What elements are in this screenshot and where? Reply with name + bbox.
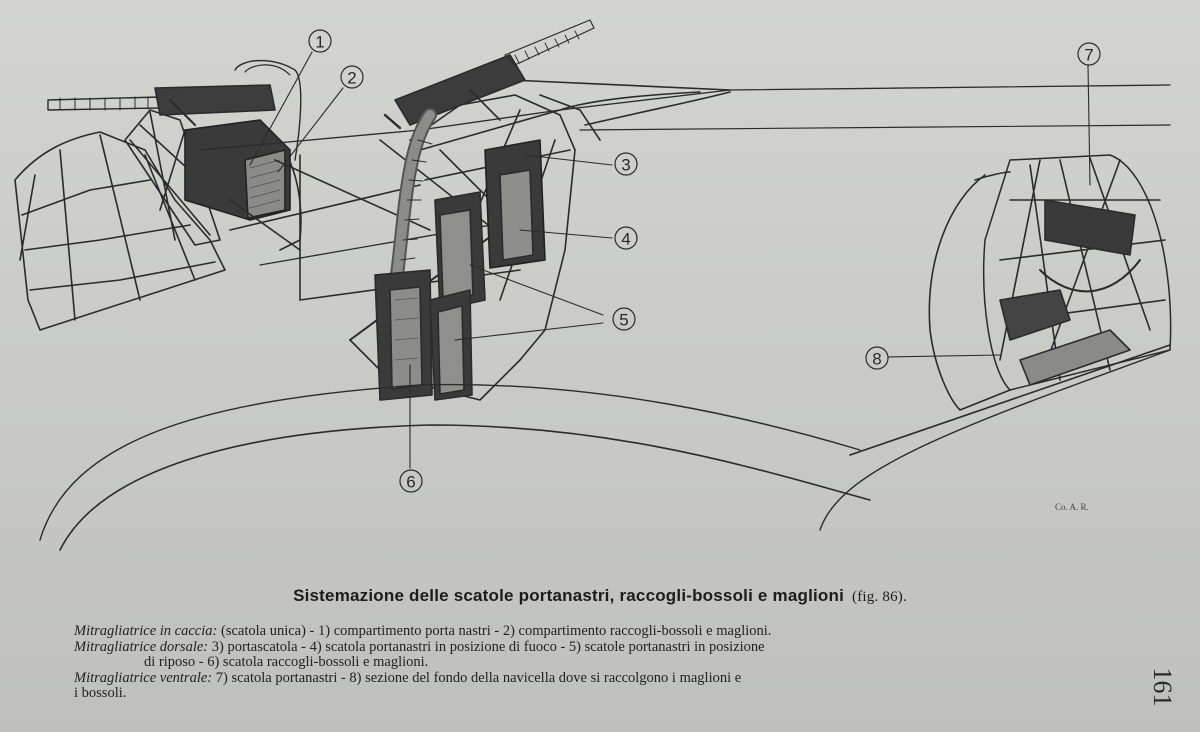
legend-line: Mitragliatrice in caccia: (scatola unica… — [74, 623, 772, 639]
legend-line: di riposo - 6) scatola raccogli-bossoli … — [144, 654, 429, 670]
callout-4: 4 — [621, 230, 630, 249]
legend-line: i bossoli. — [74, 685, 127, 701]
callout-7: 7 — [1084, 46, 1093, 65]
callout-6: 6 — [406, 473, 415, 492]
callout-circles — [308, 29, 1101, 493]
caption-title-text: Sistemazione delle scatole portanastri, … — [293, 586, 845, 605]
callout-8: 8 — [872, 350, 881, 369]
cockpit-canopy — [14, 131, 226, 331]
page-number: 161 — [1148, 667, 1177, 707]
callout-5: 5 — [619, 311, 628, 330]
callout-3: 3 — [621, 156, 630, 175]
dorsal-machine-gun — [383, 19, 595, 130]
technical-illustration: 1 2 3 4 5 6 7 8 Co. A. R. — [14, 19, 1172, 551]
ventral-section — [928, 154, 1172, 411]
legend-line: Mitragliatrice dorsale: 3) portascatola … — [74, 638, 765, 655]
figure-legend: Mitragliatrice in caccia: (scatola unica… — [74, 623, 1124, 702]
artist-signature: Co. A. R. — [1055, 502, 1089, 512]
feed-chute — [388, 108, 437, 297]
figure-caption-title: Sistemazione delle scatole portanastri, … — [0, 586, 1200, 606]
leader-lines — [249, 51, 1091, 469]
callout-2: 2 — [347, 69, 356, 88]
fuselage-structure — [199, 79, 1171, 301]
front-machine-gun — [47, 59, 302, 161]
callout-1: 1 — [315, 33, 324, 52]
front-ammo-box — [184, 119, 291, 221]
legend-line: Mitragliatrice ventrale: 7) scatola port… — [74, 669, 742, 686]
figure-reference: (fig. 86). — [852, 589, 907, 605]
dorsal-ammo-boxes — [374, 139, 546, 401]
